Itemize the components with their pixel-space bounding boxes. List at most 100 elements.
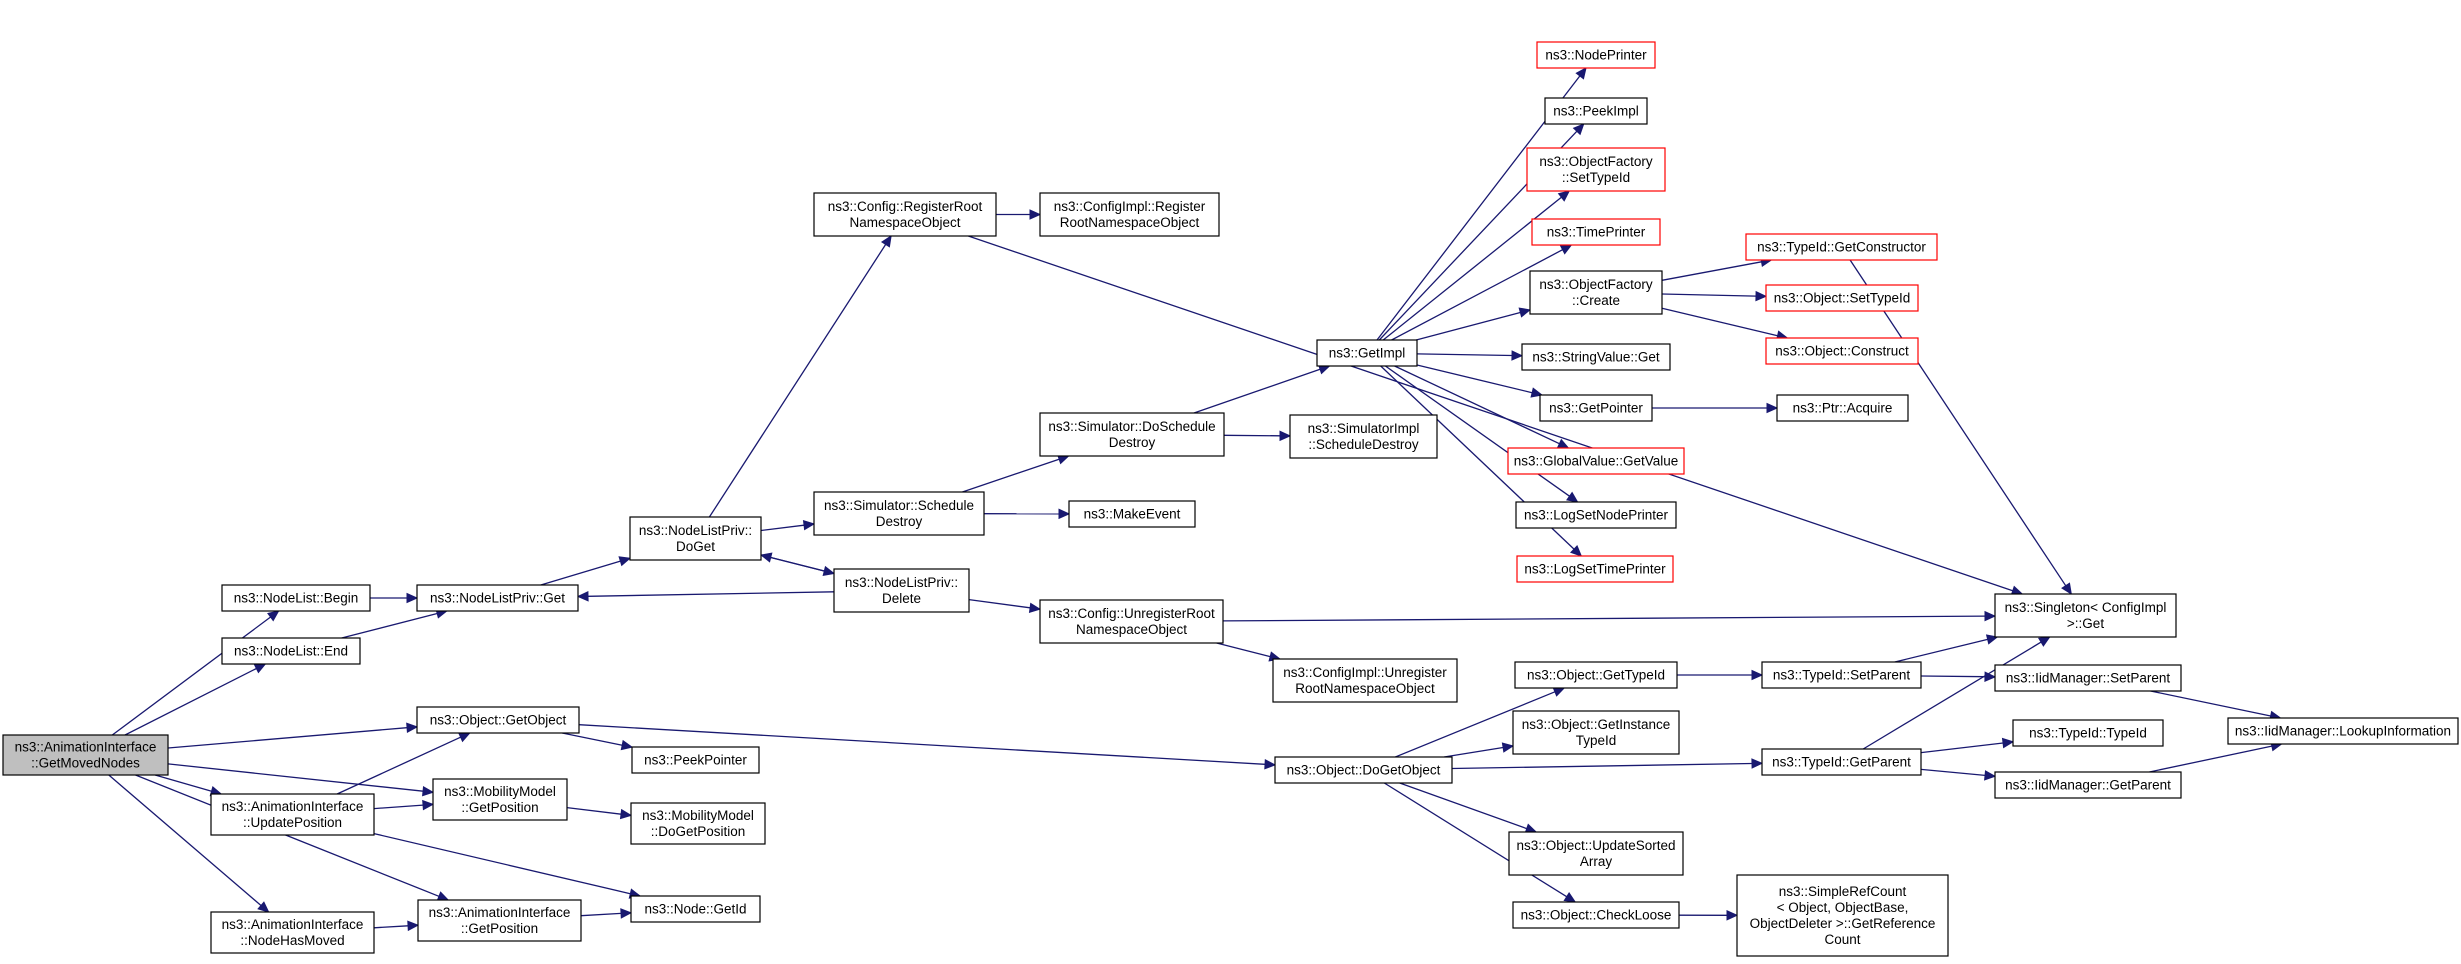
node-nlbegin[interactable]: ns3::NodeList::Begin: [221, 584, 371, 612]
node-box: [1544, 97, 1648, 125]
node-objgettid[interactable]: ns3::Object::GetTypeId: [1514, 661, 1678, 689]
node-cfgimplreg[interactable]: ns3::ConfigImpl::RegisterRootNamespaceOb…: [1039, 192, 1220, 237]
node-root[interactable]: ns3::AnimationInterface::GetMovedNodes: [2, 734, 169, 776]
node-box: [221, 584, 371, 612]
edge-line: [336, 736, 461, 795]
node-nodeprinter[interactable]: ns3::NodePrinter: [1536, 41, 1656, 69]
edge-getobj-to-dogetobj: [578, 724, 1277, 770]
node-nlpget[interactable]: ns3::NodeListPriv::Get: [416, 584, 579, 612]
node-label-line: ns3::Config::UnregisterRoot: [1048, 606, 1215, 621]
node-box: [1514, 661, 1678, 689]
edge-line: [167, 727, 408, 749]
node-mmdoget[interactable]: ns3::MobilityModel::DoGetPosition: [630, 802, 766, 845]
node-tidgetctor[interactable]: ns3::TypeId::GetConstructor: [1745, 233, 1938, 261]
node-cfgimplunreg[interactable]: ns3::ConfigImpl::UnregisterRootNamespace…: [1272, 658, 1458, 703]
node-getid[interactable]: ns3::Node::GetId: [630, 895, 761, 923]
node-mmget[interactable]: ns3::MobilityModel::GetPosition: [432, 778, 568, 821]
edge-dogetobj-to-objgetinst: [1443, 742, 1515, 758]
node-logsettime[interactable]: ns3::LogSetTimePrinter: [1516, 555, 1674, 583]
edge-tidgetctor-to-singleton: [1849, 259, 2072, 596]
edge-line: [1920, 675, 1986, 678]
node-makeevent[interactable]: ns3::MakeEvent: [1068, 500, 1196, 528]
node-label-line: ns3::SimulatorImpl: [1308, 421, 1420, 436]
node-getptr[interactable]: ns3::GetPointer: [1539, 394, 1653, 422]
node-nlpdoget[interactable]: ns3::NodeListPriv::DoGet: [629, 516, 762, 561]
node-aihas[interactable]: ns3::AnimationInterface::NodeHasMoved: [210, 911, 375, 954]
node-svget[interactable]: ns3::StringValue::Get: [1521, 343, 1671, 371]
node-label-line: ns3::TimePrinter: [1547, 224, 1646, 239]
node-box: [631, 746, 760, 774]
edge-line: [341, 612, 438, 639]
node-objcheck[interactable]: ns3::Object::CheckLoose: [1512, 901, 1680, 929]
edge-line: [1443, 746, 1504, 758]
node-nlend[interactable]: ns3::NodeList::End: [221, 637, 361, 665]
node-label-line: ns3::PeekPointer: [644, 752, 747, 767]
node-label-line: ns3::AnimationInterface: [429, 905, 571, 920]
node-label-line: ns3::NodeList::End: [234, 643, 348, 658]
arrowhead: [257, 901, 270, 913]
edge-dogetobj-to-objupdsorted: [1399, 782, 1538, 834]
node-box: [1515, 501, 1677, 529]
edge-nlpget-to-nlpdoget: [540, 556, 632, 586]
node-cfgunreg[interactable]: ns3::Config::UnregisterRootNamespaceObje…: [1039, 599, 1224, 644]
node-dogetobj[interactable]: ns3::Object::DoGetObject: [1274, 756, 1453, 784]
node-label-line: < Object, ObjectBase,: [1777, 900, 1909, 915]
node-peekimpl[interactable]: ns3::PeekImpl: [1544, 97, 1648, 125]
edge-line: [167, 763, 424, 792]
edge-ofcreate-to-tidgetctor: [1661, 256, 1773, 281]
arrowhead: [1751, 758, 1764, 769]
arrowhead: [1518, 307, 1532, 318]
node-objconstruct[interactable]: ns3::Object::Construct: [1765, 337, 1919, 365]
node-logsetnode[interactable]: ns3::LogSetNodePrinter: [1515, 501, 1677, 529]
edge-line: [1394, 365, 1560, 445]
edge-aiupd-to-getid: [373, 832, 642, 899]
node-getobj[interactable]: ns3::Object::GetObject: [416, 706, 580, 734]
edge-aihas-to-aiget: [373, 920, 420, 932]
node-iidlookup[interactable]: ns3::IidManager::LookupInformation: [2227, 717, 2459, 745]
node-label-line: ns3::GetPointer: [1549, 400, 1643, 415]
node-timeprinter[interactable]: ns3::TimePrinter: [1531, 218, 1661, 246]
node-box: [833, 568, 970, 613]
node-tidtid[interactable]: ns3::TypeId::TypeId: [2012, 719, 2164, 747]
arrowhead: [406, 722, 419, 734]
node-peekptr[interactable]: ns3::PeekPointer: [631, 746, 760, 774]
edge-getimpl-to-svget: [1416, 350, 1524, 361]
node-label-line: ns3::Config::RegisterRoot: [828, 199, 983, 214]
edge-aiget-to-getid: [580, 908, 633, 919]
node-label-line: ns3::IidManager::GetParent: [2005, 777, 2171, 792]
node-getimpl[interactable]: ns3::GetImpl: [1316, 339, 1418, 367]
edge-line: [373, 804, 424, 810]
node-ofcreate[interactable]: ns3::ObjectFactory::Create: [1529, 270, 1663, 315]
node-srcget[interactable]: ns3::SimpleRefCount< Object, ObjectBase,…: [1736, 874, 1949, 957]
node-aiupd[interactable]: ns3::AnimationInterface::UpdatePosition: [210, 793, 375, 836]
node-box: [1994, 771, 2182, 799]
node-aiget[interactable]: ns3::AnimationInterface::GetPosition: [417, 899, 582, 942]
node-label-line: ns3::Node::GetId: [644, 901, 746, 916]
node-simimplsched[interactable]: ns3::SimulatorImpl::ScheduleDestroy: [1289, 414, 1438, 459]
node-objsettid[interactable]: ns3::Object::SetTypeId: [1765, 284, 1919, 312]
node-box: [1745, 233, 1938, 261]
node-ptracq[interactable]: ns3::Ptr::Acquire: [1776, 394, 1909, 422]
node-singleton[interactable]: ns3::Singleton< ConfigImpl>::Get: [1994, 593, 2177, 638]
arrowhead: [1511, 350, 1524, 361]
node-label-line: ns3::ObjectFactory: [1539, 154, 1653, 169]
node-label-line: ns3::Object::GetObject: [430, 712, 567, 727]
node-iidsetparent[interactable]: ns3::IidManager::SetParent: [1994, 664, 2182, 692]
node-tidsetparent[interactable]: ns3::TypeId::SetParent: [1761, 661, 1922, 689]
edge-root-to-getobj: [167, 722, 419, 749]
arrowhead: [436, 891, 450, 902]
node-label-line: ::NodeHasMoved: [240, 933, 344, 948]
edge-cfgreg-to-singleton: [968, 235, 2024, 596]
node-iidgetparent[interactable]: ns3::IidManager::GetParent: [1994, 771, 2182, 799]
node-simsched[interactable]: ns3::Simulator::ScheduleDestroy: [813, 491, 985, 536]
node-box: [1508, 831, 1684, 876]
node-gvget[interactable]: ns3::GlobalValue::GetValue: [1507, 447, 1685, 475]
node-nlpdel[interactable]: ns3::NodeListPriv::Delete: [833, 568, 970, 613]
node-tidgetparent[interactable]: ns3::TypeId::GetParent: [1761, 748, 1922, 776]
node-ofsettid[interactable]: ns3::ObjectFactory::SetTypeId: [1526, 147, 1666, 192]
